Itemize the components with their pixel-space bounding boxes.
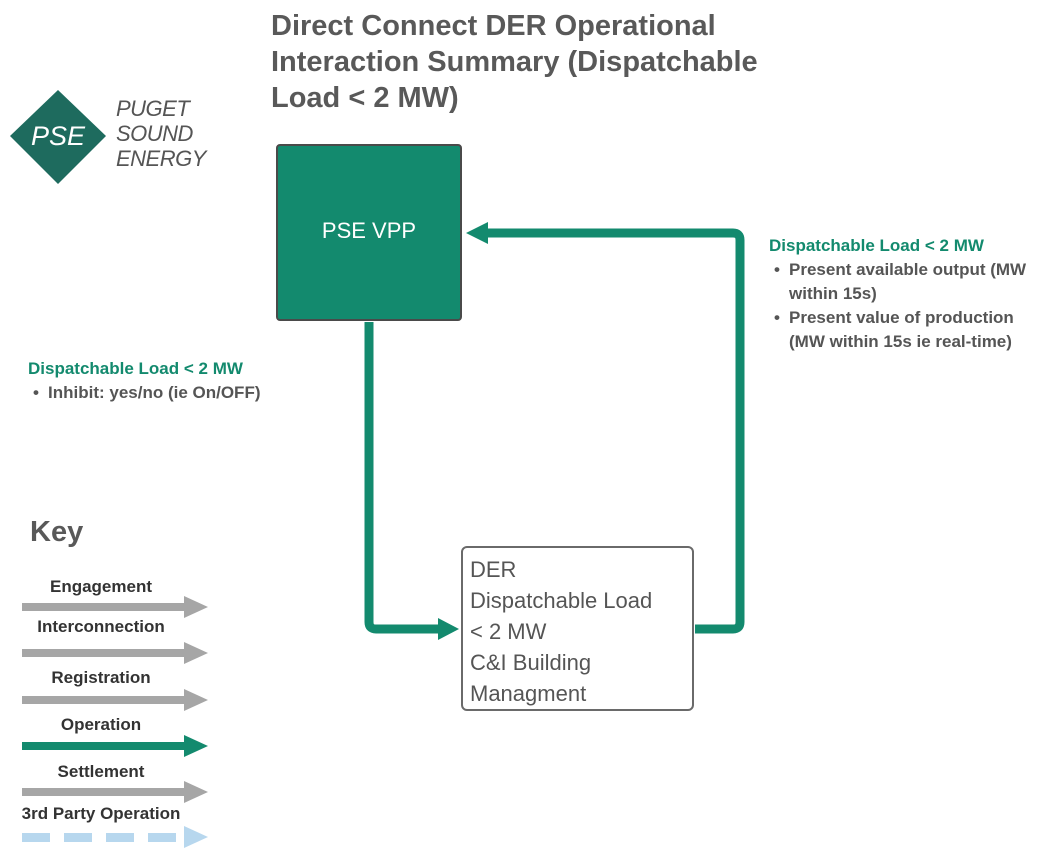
annotation-heading: Dispatchable Load < 2 MW (28, 359, 243, 378)
key-label-interconnection: Interconnection (37, 617, 165, 636)
logo-word-2: SOUND (116, 121, 193, 146)
logo-wordmark: PUGET SOUND ENERGY (116, 96, 206, 171)
key-label-settlement: Settlement (57, 762, 145, 781)
der-node: DER Dispatchable Load < 2 MW C&I Buildin… (461, 546, 694, 711)
key-label-operation: Operation (60, 715, 142, 734)
annotation-list: Inhibit: yes/no (ie On/OFF) (28, 381, 348, 405)
pse-diamond-logo-mark: PSE (10, 90, 106, 184)
key-arrow-registration (22, 689, 208, 711)
logo-mark-text: PSE (31, 121, 86, 151)
der-line-2: Dispatchable Load (470, 588, 653, 613)
annotation-item: Present value of production (MW within 1… (769, 306, 1054, 354)
der-to-vpp-arrowhead (466, 222, 488, 244)
pse-vpp-node: PSE VPP (276, 144, 462, 321)
der-to-vpp-annotation: Dispatchable Load < 2 MW Present availab… (769, 234, 1054, 354)
vpp-to-der-arrow (364, 322, 440, 634)
der-line-1: DER (470, 557, 517, 582)
logo-word-1: PUGET (116, 96, 190, 121)
title-line-2: Interaction Summary (Dispatchable (271, 46, 758, 78)
key-arrow-interconnection (22, 642, 208, 664)
key-arrow-engagement (22, 596, 208, 618)
der-line-3: < 2 MW (470, 619, 547, 644)
key-label-third-party-operation: 3rd Party Operation (21, 804, 181, 823)
key-arrow-third-party-operation (22, 826, 208, 848)
annotation-heading: Dispatchable Load < 2 MW (769, 236, 984, 255)
title-line-3: Load < 2 MW) (271, 82, 459, 114)
der-to-vpp-arrow (486, 228, 745, 634)
title-line-1: Direct Connect DER Operational (271, 10, 716, 42)
diagram-title: Direct Connect DER Operational Interacti… (271, 8, 831, 116)
pse-logo: PSE PUGET SOUND ENERGY (8, 88, 208, 188)
vpp-to-der-annotation: Dispatchable Load < 2 MW Inhibit: yes/no… (28, 357, 348, 405)
key-label-engagement: Engagement (49, 577, 153, 596)
annotation-item: Present available output (MW within 15s) (769, 258, 1054, 306)
key-title: Key (30, 516, 84, 548)
der-line-5: Managment (470, 681, 587, 706)
annotation-item: Inhibit: yes/no (ie On/OFF) (28, 381, 348, 405)
annotation-list: Present available output (MW within 15s)… (769, 258, 1054, 354)
key-label-registration: Registration (51, 668, 151, 687)
der-line-4: C&I Building (470, 650, 592, 675)
vpp-to-der-arrowhead (438, 618, 459, 640)
key-arrow-settlement (22, 781, 208, 803)
key-arrow-operation (22, 735, 208, 757)
logo-word-3: ENERGY (116, 146, 206, 171)
